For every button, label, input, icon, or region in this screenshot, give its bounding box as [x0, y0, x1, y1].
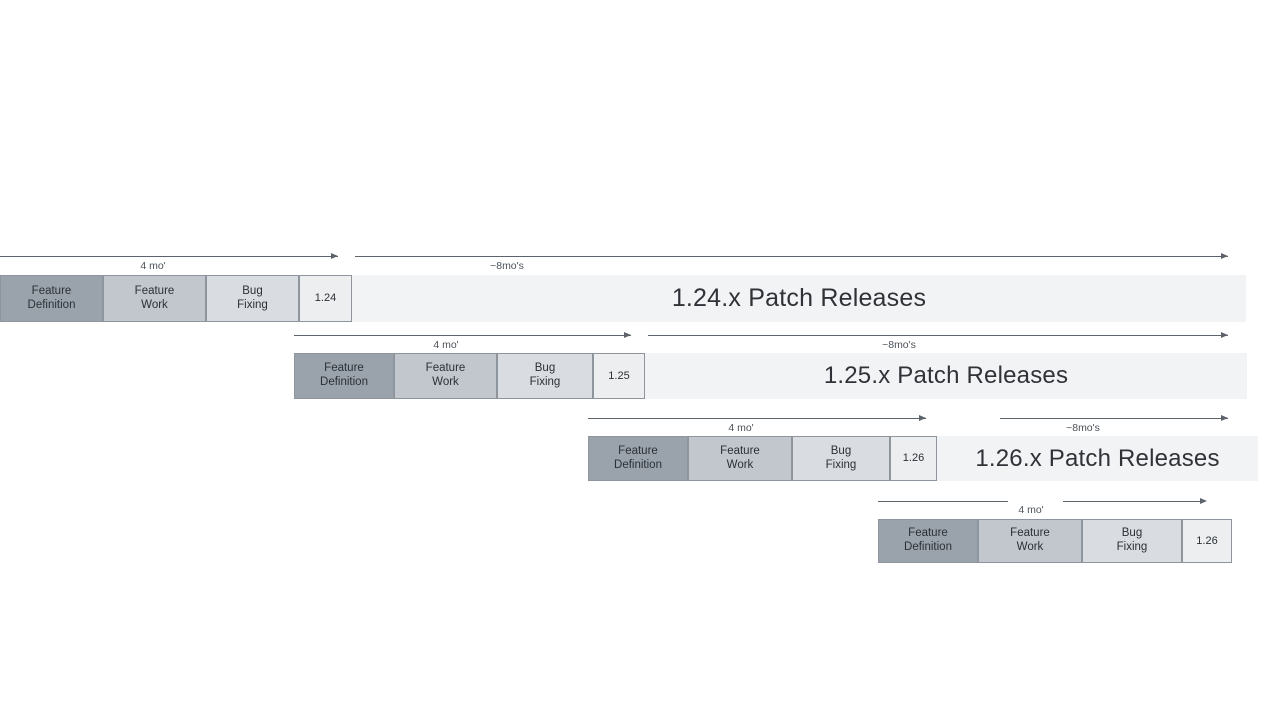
- phase-box-version-marker: 1.26: [1182, 519, 1232, 563]
- phase-label: Bug Fixing: [1116, 527, 1148, 553]
- development-arrow-line: [0, 256, 338, 257]
- version-label: 1.26: [902, 452, 925, 465]
- patch-arrow-label: ~8mo's: [864, 339, 934, 351]
- development-arrow-head: [624, 332, 631, 338]
- phase-box-feature-definition: Feature Definition: [588, 436, 688, 481]
- development-arrow-head: [919, 415, 926, 421]
- development-arrow-line: [294, 335, 631, 336]
- phase-box-feature-work: Feature Work: [394, 353, 497, 399]
- phase-box-feature-definition: Feature Definition: [0, 275, 103, 322]
- phase-label: Feature Work: [425, 362, 466, 388]
- patch-arrow-label: ~8mo's: [472, 260, 542, 272]
- phase-box-feature-work: Feature Work: [978, 519, 1082, 563]
- phase-label: Feature Definition: [27, 284, 76, 311]
- phase-box-version-marker: 1.25: [593, 353, 645, 399]
- version-label: 1.24: [314, 292, 337, 305]
- patch-arrow-head: [1221, 253, 1228, 259]
- phase-box-version-marker: 1.26: [890, 436, 937, 481]
- version-label: 1.26: [1196, 534, 1218, 547]
- development-arrow-line: [878, 501, 1008, 502]
- patch-release-band-label: 1.25.x Patch Releases: [823, 362, 1069, 389]
- phase-box-version-marker: 1.24: [299, 275, 352, 322]
- phase-box-feature-work: Feature Work: [103, 275, 206, 322]
- patch-release-band-label: 1.24.x Patch Releases: [671, 284, 927, 312]
- development-arrow-line: [588, 418, 926, 419]
- patch-arrow-head: [1221, 332, 1228, 338]
- phase-box-feature-work: Feature Work: [688, 436, 792, 481]
- development-arrow-head: [331, 253, 338, 259]
- phase-box-bug-fixing: Bug Fixing: [1082, 519, 1182, 563]
- phase-box-bug-fixing: Bug Fixing: [792, 436, 890, 481]
- development-arrow-head: [1200, 498, 1207, 504]
- phase-label: Bug Fixing: [825, 444, 857, 471]
- phase-label: Feature Work: [1010, 527, 1050, 553]
- development-arrow-label: 4 mo': [140, 260, 166, 272]
- patch-release-band-1-25: 1.25.x Patch Releases: [645, 353, 1247, 399]
- phase-box-bug-fixing: Bug Fixing: [497, 353, 593, 399]
- patch-release-band-1-24: 1.24.x Patch Releases: [352, 275, 1246, 322]
- phase-label: Bug Fixing: [237, 284, 268, 311]
- development-arrow-label: 4 mo': [433, 339, 459, 351]
- phase-label: Feature Definition: [904, 527, 952, 553]
- phase-label: Feature Work: [720, 444, 760, 471]
- patch-arrow-label: ~8mo's: [1048, 422, 1118, 434]
- patch-release-band-1-26: 1.26.x Patch Releases: [937, 436, 1258, 481]
- patch-arrow-line: [1000, 418, 1228, 419]
- patch-release-band-label: 1.26.x Patch Releases: [975, 444, 1220, 472]
- phase-box-feature-definition: Feature Definition: [294, 353, 394, 399]
- phase-label: Feature Definition: [614, 444, 662, 471]
- development-arrow-label: 4 mo': [728, 422, 754, 434]
- patch-arrow-line: [648, 335, 1228, 336]
- phase-box-bug-fixing: Bug Fixing: [206, 275, 299, 322]
- patch-arrow-head: [1221, 415, 1228, 421]
- development-arrow-label: 4 mo': [1018, 504, 1044, 516]
- development-arrow-line-right: [1063, 501, 1205, 502]
- version-label: 1.25: [608, 369, 630, 382]
- phase-label: Bug Fixing: [529, 362, 561, 388]
- phase-label: Feature Definition: [320, 362, 368, 388]
- phase-label: Feature Work: [134, 284, 175, 311]
- patch-arrow-line: [355, 256, 1228, 257]
- phase-box-feature-definition: Feature Definition: [878, 519, 978, 563]
